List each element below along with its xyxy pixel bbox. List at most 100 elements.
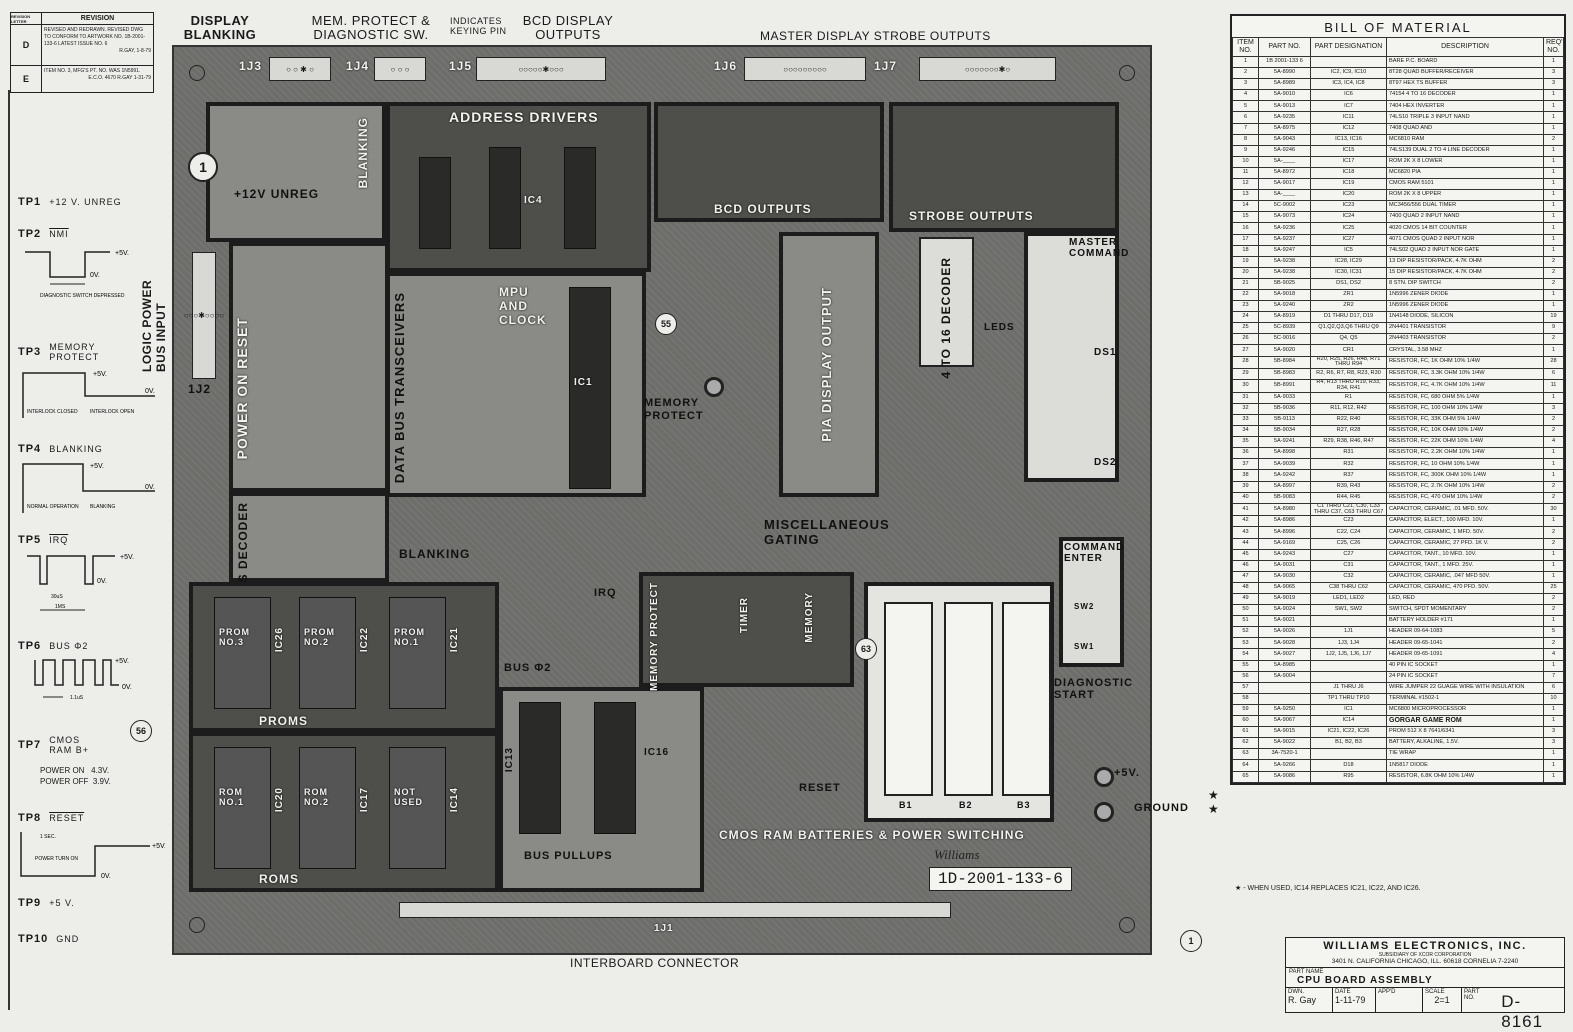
bom-part-no: 5A-9027 (1258, 648, 1311, 661)
bom-part-designation: R31 (1310, 447, 1387, 460)
bom-description: BATTERY HOLDER #171 (1386, 615, 1544, 628)
bom-description: RESISTOR, FC, 300K OHM 10% 1/4W (1386, 469, 1544, 482)
unreg-block (206, 102, 386, 242)
bom-item-no: 20 (1232, 266, 1259, 279)
bom-qty: 6 (1543, 681, 1564, 694)
bom-part-designation: IC28, IC29 (1310, 255, 1387, 268)
ic9 (489, 147, 521, 249)
bom-item-no: 22 (1232, 288, 1259, 302)
bom-part-designation: 1J3, 1J4 (1310, 637, 1387, 650)
bom-part-designation: LED1, LED2 (1310, 592, 1387, 606)
bom-qty: 1 (1543, 100, 1564, 113)
sw1-label[interactable]: SW1 (1074, 642, 1095, 651)
bom-description: HEADER 09-64-1083 (1386, 626, 1544, 639)
bom-part-designation (1310, 55, 1387, 69)
bom-qty: 1 (1543, 55, 1564, 69)
bom-qty: 2 (1543, 592, 1564, 606)
prom2-label: PROM NO.2 (304, 627, 335, 647)
bom-qty: 1 (1543, 144, 1564, 157)
bom-qty: 2 (1543, 413, 1564, 427)
bom-description: CAPACITOR, TANT., 1 MFD. 25V. (1386, 559, 1544, 572)
memory-protect-label: MEMORY PROTECT (644, 397, 704, 422)
bom-qty: 1 (1543, 659, 1564, 672)
revision-letter: E (11, 66, 42, 92)
ic16-label: IC16 (644, 747, 670, 758)
bom-part-no: 5A-8996 (1258, 526, 1311, 539)
bom-qty: 1 (1543, 166, 1564, 180)
bom-part-designation: SW1, SW2 (1310, 604, 1387, 617)
bom-item-no: 37 (1232, 458, 1259, 471)
revision-header: REVISION (80, 15, 115, 22)
sw2-label[interactable]: SW2 (1074, 602, 1095, 611)
tp2-waveform: +5V.0V.DIAGNOSTIC SWITCH DEPRESSED (25, 250, 129, 299)
bom-part-no: 5B-8991 (1258, 379, 1311, 393)
test-point-tp10 (1094, 802, 1114, 822)
bom-item-no: 53 (1232, 637, 1259, 650)
bom-item-no: 17 (1232, 233, 1259, 246)
bom-description: 7400 QUAD 2 INPUT NAND (1386, 211, 1544, 224)
bom-part-no: 5A-9030 (1258, 570, 1311, 583)
bom-item-no: 54 (1232, 648, 1259, 661)
company-name: WILLIAMS ELECTRONICS, INC. (1323, 940, 1527, 952)
bom-description: RESISTOR, 6.8K OHM 10% 1/4W (1386, 770, 1544, 783)
bom-part-no: 5A-____ (1258, 155, 1311, 168)
bom-part-no: 5B-9113 (1258, 413, 1311, 427)
bom-qty: 3 (1543, 78, 1564, 91)
bom-part-no: 5A-9018 (1258, 288, 1311, 302)
command-enter-block (1059, 537, 1124, 667)
bom-part-designation: R4, R13 THRU R19, R33, R34, R41 (1310, 379, 1387, 393)
ic16 (594, 702, 636, 834)
bom-qty: 2 (1543, 604, 1564, 617)
bom-qty: 1 (1543, 458, 1564, 471)
display-blanking-label: DISPLAY BLANKING (183, 13, 257, 42)
bom-qty: 3 (1543, 737, 1564, 750)
bom-part-no: 5A-9250 (1258, 703, 1311, 717)
callout-56: 56 (130, 720, 152, 742)
bom-part-no: 5A-9004 (1258, 670, 1311, 683)
bom-item-no: 9 (1232, 144, 1259, 157)
connector-1j2-label: 1J2 (188, 382, 212, 396)
title-block: WILLIAMS ELECTRONICS, INC. SUBSIDIARY OF… (1285, 937, 1565, 1031)
tp9-board-label: +5V. (1114, 767, 1140, 779)
bom-part-designation: IC25 (1310, 222, 1387, 235)
bom-qty: 1 (1543, 344, 1564, 357)
bom-part-no: 5A-9238 (1258, 255, 1311, 268)
bcd-outputs-block (654, 102, 884, 222)
bom-description: CAPACITOR, TANT., 10 MFD. 10V. (1386, 548, 1544, 561)
svg-text:0V.: 0V. (122, 684, 132, 691)
bom-part-no: 5A-8919 (1258, 311, 1311, 324)
revision-sign: E.C.O. 4670 R.GAY 1-31-79 (88, 75, 151, 81)
ic20-label: IC20 (274, 787, 285, 813)
bom-part-designation: C27 (1310, 548, 1387, 561)
bom-qty: 2 (1543, 425, 1564, 438)
bom-item-no: 62 (1232, 737, 1259, 750)
bom-item-no: 34 (1232, 425, 1259, 438)
strobe-outputs-label: STROBE OUTPUTS (909, 209, 1034, 223)
bom-part-designation: CR1 (1310, 344, 1387, 357)
bom-qty: 1 (1543, 469, 1564, 482)
bom-description: 8T97 HEX TS BUFFER (1386, 78, 1544, 91)
bom-item-no: 28 (1232, 355, 1259, 370)
bom-part-designation: C38 THRU C62 (1310, 581, 1387, 595)
bom-description: ROM 2K X 8 UPPER (1386, 189, 1544, 202)
bom-part-designation: R29, R38, R46, R47 (1310, 436, 1387, 449)
svg-text:INTERLOCK OPEN: INTERLOCK OPEN (90, 409, 135, 415)
bom-part-no: 5A-8990 (1258, 67, 1311, 80)
prom-ic26 (214, 597, 271, 709)
connector-1j7: ○○○○○○○✱○ (919, 57, 1056, 81)
bom-qty: 1 (1543, 300, 1564, 313)
bom-qty: 10 (1543, 692, 1564, 705)
bom-part-designation: IC19 (1310, 178, 1387, 191)
revision-text: ITEM NO. 3, MFG'S PT. NO. WAS 1N5991. (44, 68, 141, 74)
bom-item-no: 42 (1232, 515, 1259, 528)
